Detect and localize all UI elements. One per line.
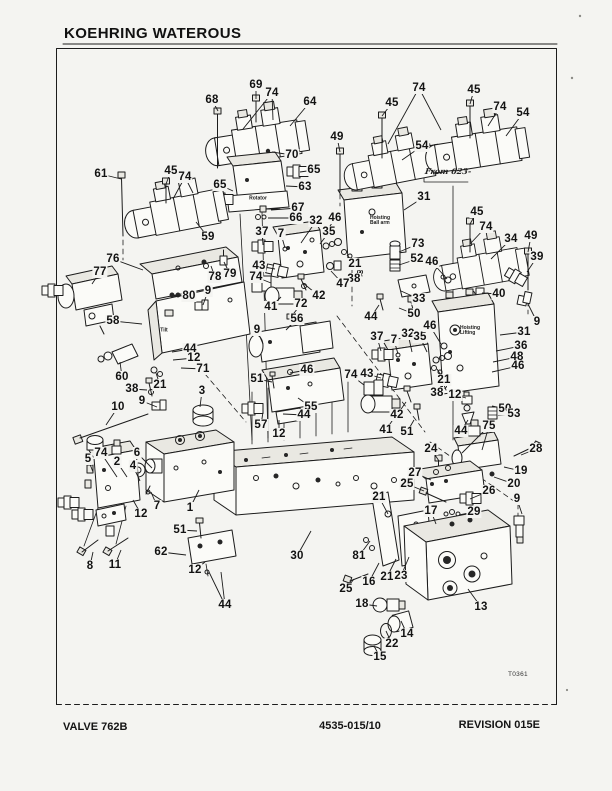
cone-60 [97,343,139,365]
plate-33 [397,274,431,298]
spring-52 [389,259,401,272]
fitting-79 [219,249,228,266]
stud-44-center [376,293,384,311]
plate-62 [187,517,237,577]
cylinder-6 [144,458,163,474]
fitting-9-bottom-right [513,515,525,544]
bolt-28 [513,440,543,457]
stud-42b [403,385,412,403]
cap-3 [192,404,214,427]
bolt-8 [76,539,99,557]
block-13 [403,509,513,601]
block-1 [145,429,235,503]
plug-47 [326,260,342,271]
figure-code: T0361 [508,671,528,678]
fitting-9-lower-left [151,399,167,411]
washers-35b [432,342,452,364]
rotator-block-63 [226,151,290,213]
fitting-26 [459,491,482,506]
fitting-9-right [516,290,533,307]
stud-38-left [145,377,154,397]
coil-41 [264,286,303,306]
footer-doc-title: VALVE 762B [63,721,128,733]
bolt-25-bottom [342,573,369,584]
bolt-51b [413,403,421,421]
fitting-65-right [286,164,309,179]
diagram-border [56,14,582,705]
valve-block-58 [147,281,251,361]
footer-revision: REVISION 015E [458,719,540,731]
washers-29 [443,509,461,517]
valve-77 [41,265,123,335]
fitting-74-bottom [111,439,122,455]
bolt-51-55 [269,369,293,389]
handwritten-note: From 623- [424,166,473,176]
washers-35-46 [322,238,342,250]
valve-56 [248,320,334,363]
stud-38-center [357,265,363,277]
fitting-9-left [194,299,209,311]
washers-66 [255,214,267,220]
fitting-18 [372,597,406,613]
bolt-61 [117,171,126,237]
ring-22 [380,623,392,639]
fitting-57 [241,401,264,416]
solenoid-valve-54-right [418,103,531,176]
footer-doc-number: 4535-015/10 [319,720,381,732]
cap-5 [86,435,104,451]
bolt-11 [102,537,129,557]
bolt-10 [72,413,149,445]
bolt-49-left [336,147,344,193]
stud-42 [297,273,307,291]
pin-70 [265,148,271,154]
hoisting-block-31 [431,288,500,395]
coil-41b [360,394,401,414]
screw-50-center [407,295,416,314]
manifold-30 [213,436,415,516]
solenoid-valve-59 [116,165,230,242]
pin-20 [489,471,495,477]
plug-78 [203,263,209,269]
cap-15 [363,634,382,656]
bolt-69 [252,94,260,123]
parts-36-48-46-chain [461,391,498,425]
page-title: KOEHRING WATEROUS [64,25,242,42]
washers-21-left [150,366,163,377]
spool-73 [389,240,401,260]
cartridges-74b [363,379,384,396]
fittings-under-2 [57,495,127,537]
plug-80 [169,292,175,298]
